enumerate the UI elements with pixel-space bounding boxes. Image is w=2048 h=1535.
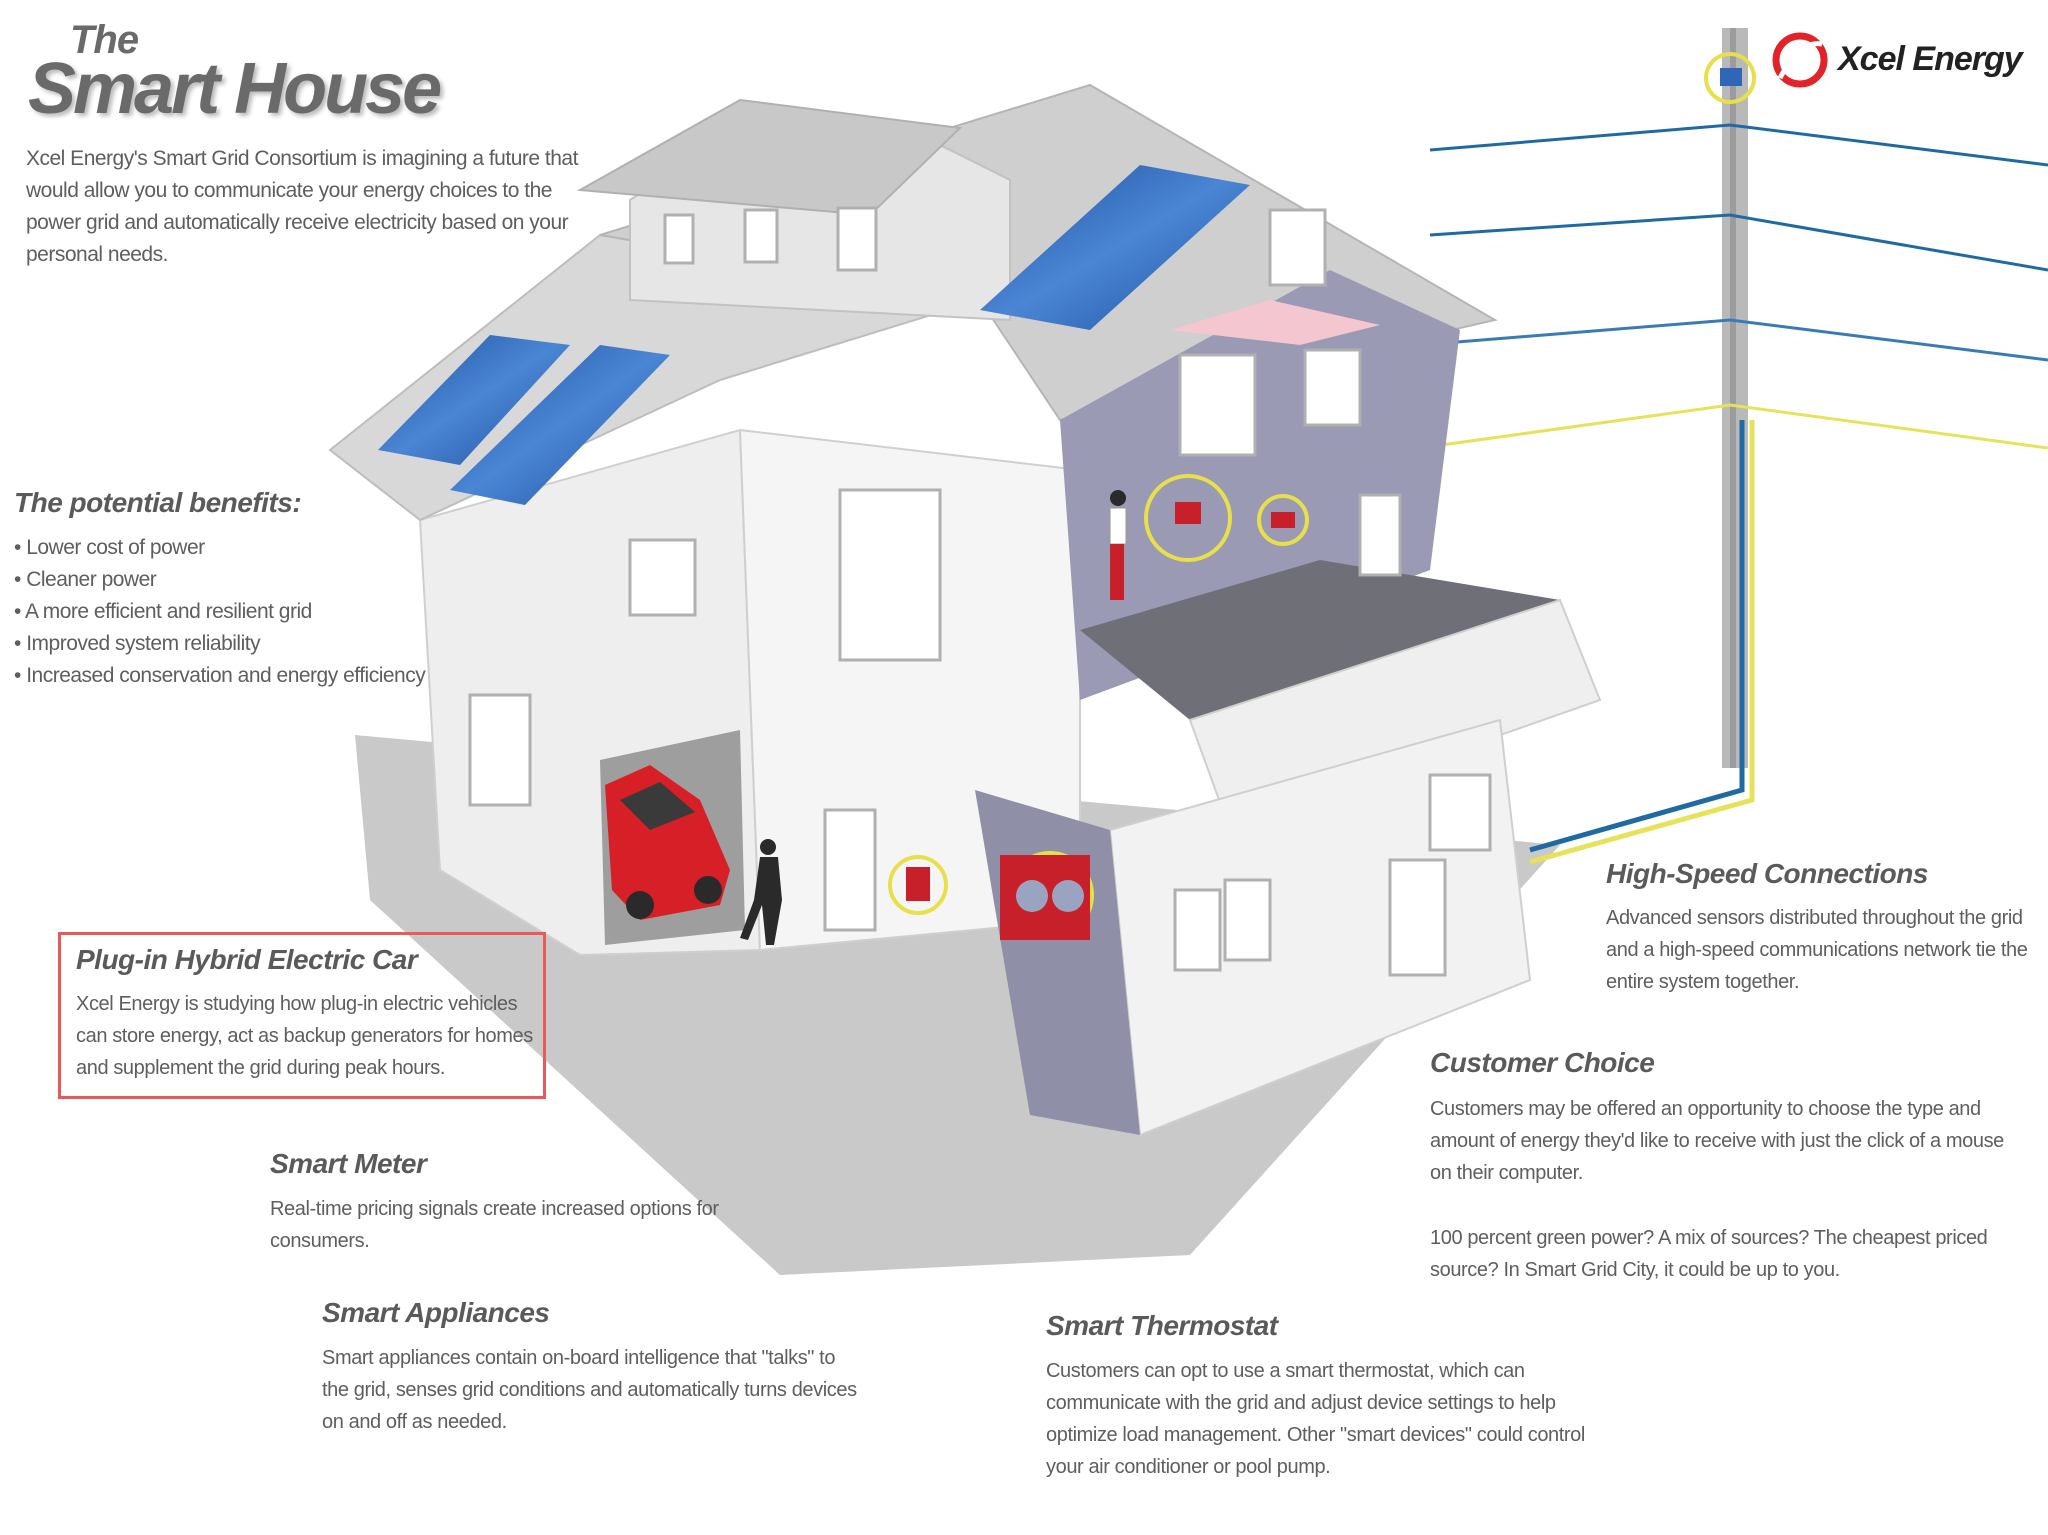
benefit-item: Improved system reliability — [14, 628, 425, 660]
appliances-body: Smart appliances contain on-board intell… — [322, 1347, 857, 1433]
intro-text: Xcel Energy's Smart Grid Consortium is i… — [26, 147, 578, 266]
side-door — [823, 808, 877, 932]
electric-car — [605, 765, 730, 920]
meter-body: Real-time pricing signals create increas… — [270, 1198, 719, 1252]
page-title: Smart House — [28, 49, 442, 129]
service-wire-yellow — [1529, 420, 1755, 865]
choice-body-2: 100 percent green power? A mix of source… — [1430, 1227, 1988, 1281]
thermostat-body: Customers can opt to use a smart thermos… — [1046, 1360, 1585, 1478]
meter-title: Smart Meter — [270, 1148, 427, 1179]
choice-body: Customers may be offered an opportunity … — [1430, 1098, 2004, 1184]
benefit-item: Lower cost of power — [14, 532, 425, 564]
thermostat-title: Smart Thermostat — [1046, 1310, 1278, 1341]
power-lines — [1419, 123, 2048, 450]
solar-panel-1 — [378, 335, 570, 465]
highspeed-title: High-Speed Connections — [1606, 858, 1928, 889]
benefit-item: A more efficient and resilient grid — [14, 596, 425, 628]
dormer-roof — [576, 98, 963, 217]
person-walking — [740, 839, 782, 945]
smart-appliance-computer-ring — [1144, 474, 1232, 562]
car-callout-box — [58, 932, 546, 1099]
insulation — [1170, 300, 1380, 345]
benefits-list: Lower cost of power Cleaner power A more… — [14, 532, 426, 692]
highspeed-body: Advanced sensors distributed throughout … — [1606, 907, 2028, 993]
service-wire-blue — [1529, 420, 1745, 853]
car-body: Xcel Energy is studying how plug-in elec… — [76, 993, 533, 1079]
solar-panel-3 — [980, 165, 1250, 330]
cutaway-floor — [1080, 560, 1560, 720]
solar-panel-2 — [450, 345, 670, 505]
benefit-item: Cleaner power — [14, 564, 425, 596]
smart-thermostat-ring — [1257, 494, 1309, 546]
choice-title: Customer Choice — [1430, 1047, 1655, 1078]
benefits-title: The potential benefits: — [14, 487, 302, 518]
windows — [468, 206, 1492, 972]
xcel-energy-logo-icon — [1772, 32, 1828, 88]
person-upstairs — [1109, 490, 1127, 600]
brand-name: Xcel Energy — [1838, 40, 2023, 78]
benefit-item: Increased conservation and energy effici… — [14, 660, 426, 692]
utility-pole — [1704, 28, 1756, 768]
balcony-wall — [1188, 598, 1602, 832]
car-title: Plug-in Hybrid Electric Car — [76, 944, 418, 975]
front-door — [1388, 858, 1447, 977]
appliances-title: Smart Appliances — [322, 1297, 550, 1328]
title-the: The — [70, 18, 139, 62]
smart-meter-ring — [888, 855, 948, 915]
